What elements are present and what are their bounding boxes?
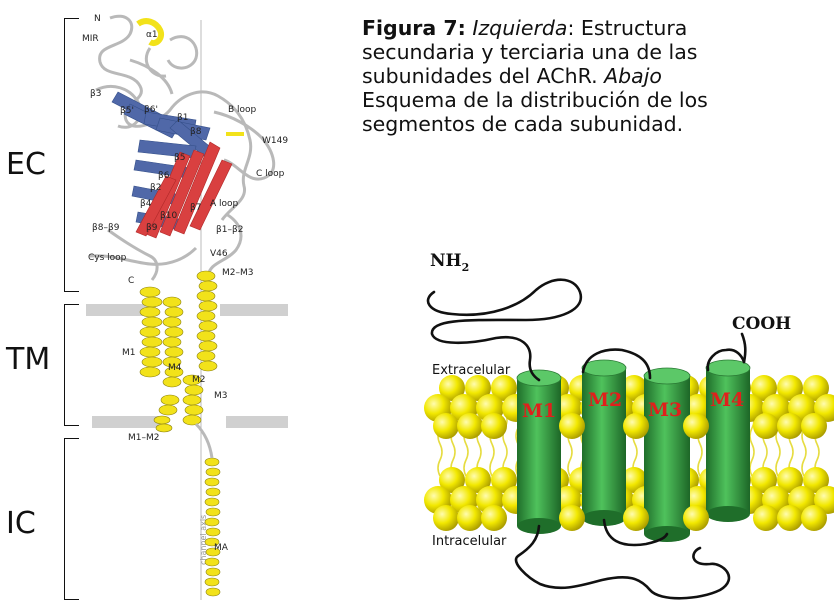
segment-m3-label: M3 bbox=[648, 399, 682, 421]
lipid-head bbox=[777, 505, 803, 531]
lipid-head bbox=[801, 413, 827, 439]
lipid-head bbox=[777, 413, 803, 439]
segment-m1-cylinder bbox=[517, 370, 561, 534]
extracelular-label: Extracelular bbox=[432, 363, 511, 378]
segment-m4-cylinder bbox=[706, 360, 750, 522]
nh2-label: NH2 bbox=[430, 251, 469, 274]
segment-m2-label: M2 bbox=[588, 389, 622, 411]
segment-m3-cylinder bbox=[644, 368, 690, 542]
cooh-label: COOH bbox=[732, 314, 791, 334]
lipid-head bbox=[753, 505, 779, 531]
lipid-head bbox=[801, 505, 827, 531]
lipid-head bbox=[683, 505, 709, 531]
lipid-head bbox=[457, 413, 483, 439]
lipid-head bbox=[753, 413, 779, 439]
lipid-head bbox=[481, 413, 507, 439]
lipid-head bbox=[433, 413, 459, 439]
lipid-heads-bottom-overlap bbox=[433, 505, 827, 531]
lipid-head bbox=[481, 505, 507, 531]
lipid-head bbox=[559, 505, 585, 531]
lipid-head bbox=[683, 413, 709, 439]
lipid-head bbox=[433, 505, 459, 531]
lipid-head bbox=[623, 413, 649, 439]
segment-m1-label: M1 bbox=[522, 400, 556, 422]
lipid-heads-top-overlap bbox=[433, 413, 827, 439]
segment-m2-cylinder bbox=[582, 360, 626, 526]
segment-m4-label: M4 bbox=[710, 389, 744, 411]
nh2-main: NH bbox=[430, 251, 462, 271]
lipid-head bbox=[457, 505, 483, 531]
lipid-head bbox=[559, 413, 585, 439]
intracelular-label: Intracelular bbox=[432, 534, 507, 549]
lipid-head bbox=[623, 505, 649, 531]
nh2-sub: 2 bbox=[462, 261, 470, 274]
